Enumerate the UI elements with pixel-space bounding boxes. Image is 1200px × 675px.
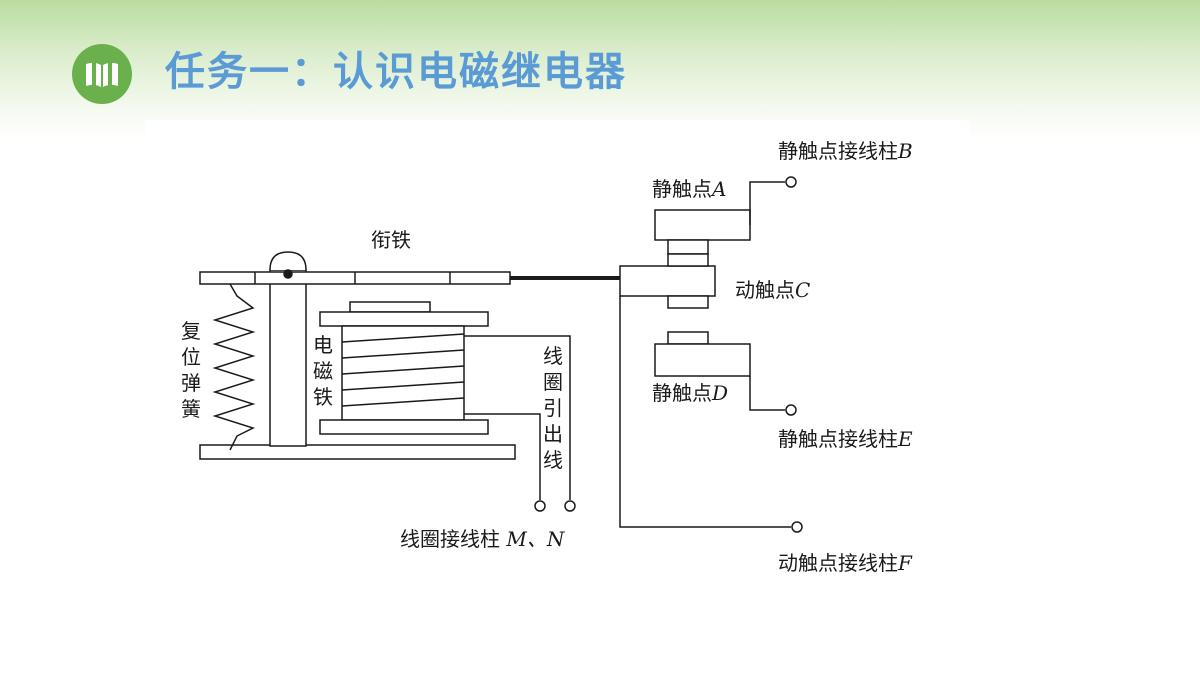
label-moving-contact-c-text: 动触点 bbox=[735, 278, 795, 302]
label-static-terminal-b: 静触点接线柱B bbox=[778, 139, 913, 163]
label-reset-spring-1: 复 bbox=[181, 319, 201, 343]
reset-spring bbox=[212, 283, 256, 451]
label-electromagnet-2: 磁 bbox=[313, 359, 333, 383]
label-reset-spring-4: 簧 bbox=[181, 397, 201, 421]
label-coil-terminals: 线圈接线柱 M、N bbox=[400, 527, 566, 551]
coil-body bbox=[341, 325, 465, 421]
label-static-contact-d-letter: D bbox=[711, 381, 728, 405]
label-static-terminal-e-letter: E bbox=[897, 427, 913, 451]
static-contact-a-tip bbox=[667, 239, 709, 255]
label-static-terminal-e-text: 静触点接线柱 bbox=[778, 427, 898, 451]
coil-bottom-flange bbox=[319, 419, 489, 435]
label-moving-terminal-f-letter: F bbox=[897, 551, 913, 575]
coil-lead-n bbox=[464, 335, 571, 500]
label-electromagnet-3: 铁 bbox=[313, 385, 333, 409]
label-static-contact-a-letter: A bbox=[710, 177, 726, 201]
label-armature: 衔铁 bbox=[371, 228, 411, 252]
terminal-b bbox=[785, 176, 797, 188]
wire-a-to-b bbox=[749, 181, 785, 225]
wire-d-to-e bbox=[749, 376, 785, 411]
moving-contact-c-bottom bbox=[667, 295, 709, 309]
label-static-contact-d: 静触点D bbox=[652, 381, 728, 405]
label-reset-spring-3: 弹 bbox=[181, 371, 201, 395]
label-coil-lead-4: 出 bbox=[543, 422, 563, 446]
label-coil-lead-5: 线 bbox=[543, 448, 563, 472]
pivot-top bbox=[269, 251, 307, 271]
label-electromagnet-1: 电 bbox=[313, 333, 333, 357]
label-coil-terminals-text: 线圈接线柱 bbox=[400, 527, 500, 551]
coil-lead-m bbox=[464, 413, 541, 500]
core-top-cap bbox=[349, 301, 431, 313]
label-static-contact-d-text: 静触点 bbox=[652, 381, 712, 405]
label-static-contact-a: 静触点A bbox=[652, 177, 726, 201]
moving-contact-c-holder bbox=[619, 265, 716, 297]
wire-c-to-f bbox=[619, 296, 791, 528]
header-band bbox=[0, 0, 1200, 140]
moving-contact-c-top bbox=[667, 253, 709, 267]
label-static-terminal-e: 静触点接线柱E bbox=[778, 427, 913, 451]
label-coil-lead-2: 圈 bbox=[543, 370, 563, 394]
static-contact-a-block bbox=[654, 209, 751, 241]
static-contact-d-block bbox=[654, 343, 751, 377]
label-moving-terminal-f: 动触点接线柱F bbox=[778, 551, 913, 575]
logo bbox=[72, 44, 132, 104]
coil-top-flange bbox=[319, 311, 489, 327]
page-title: 任务一：认识电磁继电器 bbox=[165, 49, 627, 95]
relay-diagram: 衔铁 复 位 弹 簧 电 磁 铁 线 圈 引 出 线 线圈接线柱 M、N 静触点… bbox=[145, 120, 970, 590]
label-static-contact-a-text: 静触点 bbox=[652, 177, 712, 201]
terminal-n bbox=[564, 500, 576, 512]
label-moving-terminal-f-text: 动触点接线柱 bbox=[778, 551, 898, 575]
label-static-terminal-b-text: 静触点接线柱 bbox=[778, 139, 898, 163]
label-static-terminal-b-letter: B bbox=[897, 139, 913, 163]
terminal-m bbox=[534, 500, 546, 512]
label-reset-spring-2: 位 bbox=[181, 345, 201, 369]
pivot-pin bbox=[283, 269, 293, 279]
pivot-post bbox=[269, 269, 307, 447]
terminal-e bbox=[785, 404, 797, 416]
label-coil-lead-1: 线 bbox=[543, 344, 563, 368]
terminal-f bbox=[791, 521, 803, 533]
open-book-icon bbox=[86, 62, 118, 87]
label-moving-contact-c: 动触点C bbox=[735, 278, 810, 302]
label-coil-lead-3: 引 bbox=[543, 396, 563, 420]
coil-windings bbox=[341, 333, 465, 407]
label-moving-contact-c-letter: C bbox=[795, 278, 810, 302]
base-plate bbox=[199, 444, 516, 460]
label-coil-terminals-letters: M、N bbox=[505, 527, 565, 551]
static-contact-d-tip bbox=[667, 331, 709, 345]
